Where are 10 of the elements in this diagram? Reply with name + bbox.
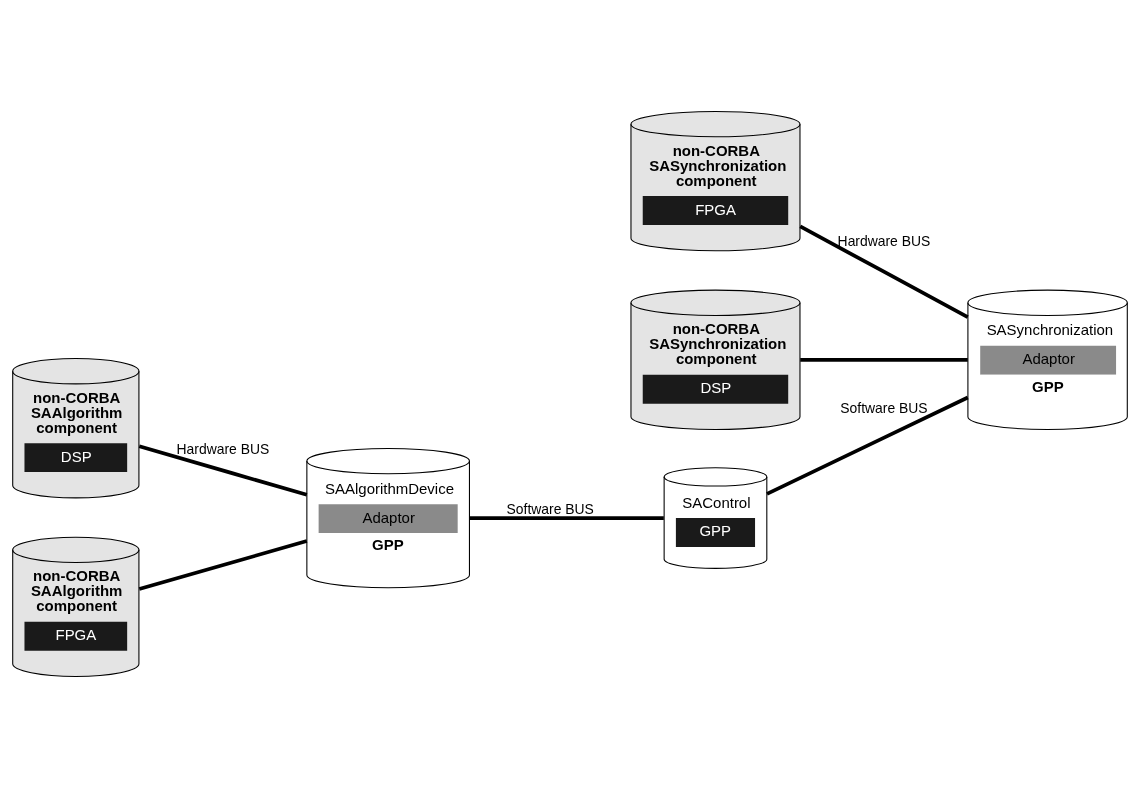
connector xyxy=(469,515,664,520)
edge-label: Software BUS xyxy=(506,500,594,517)
edge-label: Software BUS xyxy=(840,399,928,416)
connector xyxy=(766,395,969,496)
connector xyxy=(799,224,969,319)
edge-label: Hardware BUS xyxy=(837,232,931,249)
connector xyxy=(138,538,308,591)
edge-label: Hardware BUS xyxy=(176,440,270,457)
connector xyxy=(138,444,308,497)
connector xyxy=(800,357,968,362)
